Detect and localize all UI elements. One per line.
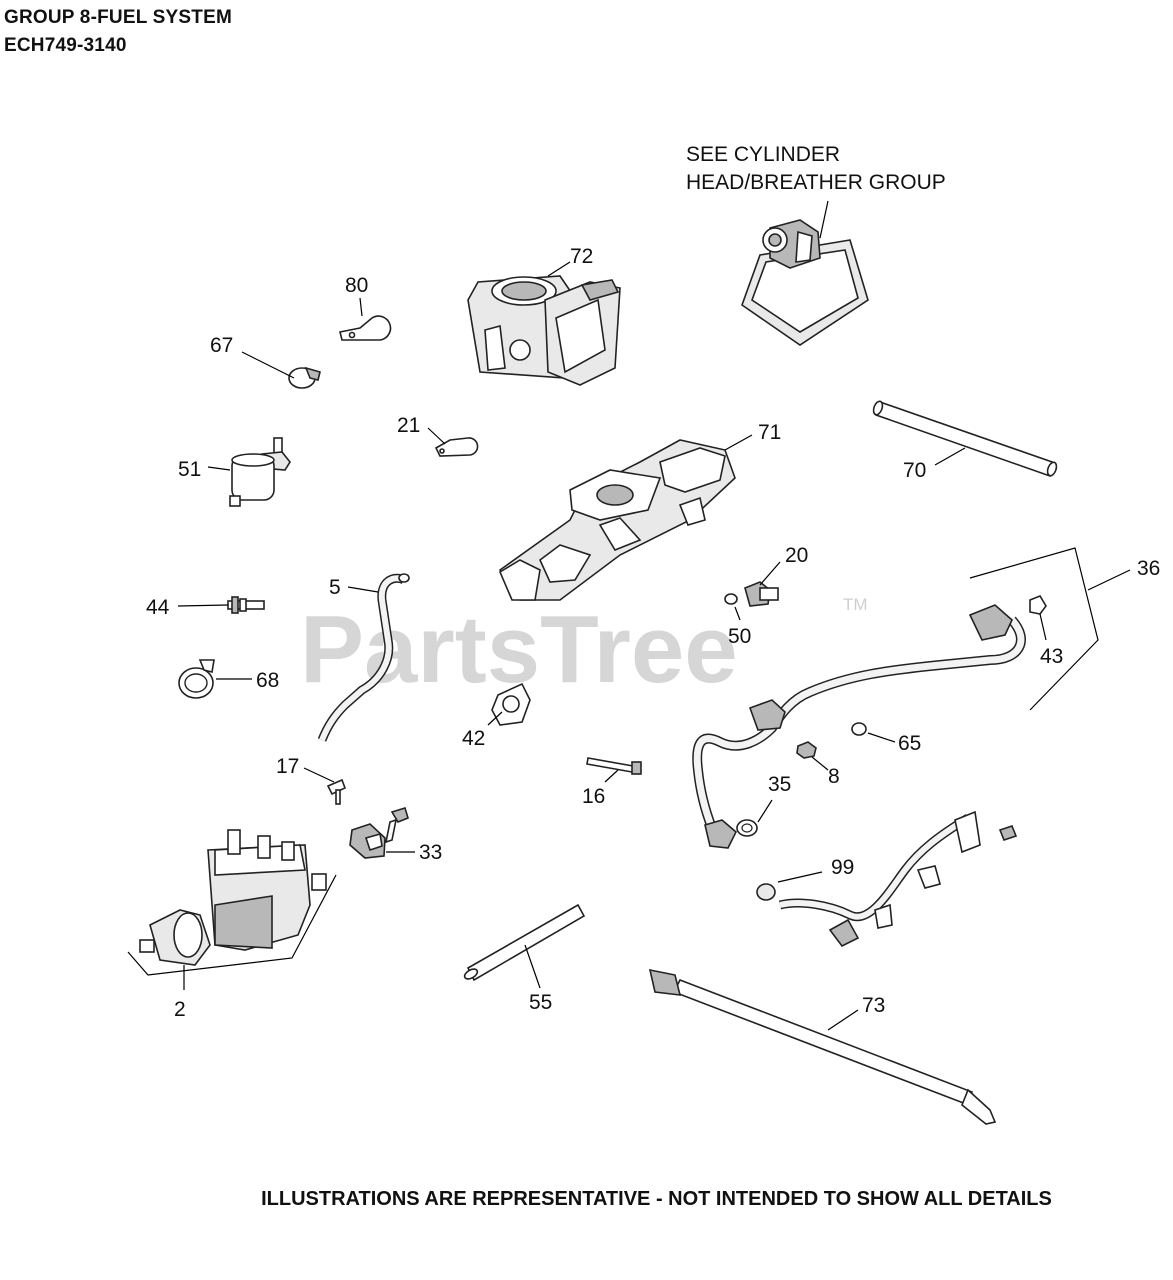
intake-manifold-part[interactable] (498, 439, 736, 601)
callout-70[interactable]: 70 (903, 459, 926, 482)
o-ring-50-part[interactable] (724, 593, 738, 605)
throttle-body-part[interactable] (467, 275, 621, 386)
leader-line (969, 547, 1099, 711)
leader-line (759, 561, 781, 586)
leader-line (819, 200, 829, 239)
disclaimer-footer: ILLUSTRATIONS ARE REPRESENTATIVE - NOT I… (261, 1188, 1052, 1210)
clip-43-part[interactable] (1029, 595, 1047, 615)
leader-line (867, 732, 896, 743)
clamp-35-part[interactable] (736, 819, 758, 837)
leader-line (547, 261, 571, 277)
fuel-rail-99-part[interactable] (756, 810, 1018, 948)
leader-line (524, 944, 541, 989)
callout-55[interactable]: 55 (529, 991, 552, 1014)
callout-51[interactable]: 51 (178, 458, 201, 481)
callout-5[interactable]: 5 (329, 576, 341, 599)
fuel-pump-module-part[interactable] (139, 829, 327, 966)
clamp-68-part[interactable] (178, 659, 215, 699)
leader-line (734, 606, 741, 621)
valve-cover-part[interactable] (741, 219, 869, 346)
fuel-filter-part[interactable] (229, 437, 291, 507)
callout-17[interactable]: 17 (276, 755, 299, 778)
fuel-injector-part[interactable] (744, 581, 779, 607)
callout-72[interactable]: 72 (570, 245, 593, 268)
callout-73[interactable]: 73 (862, 994, 885, 1017)
leader-line (827, 1009, 859, 1031)
leader-line (777, 871, 823, 883)
callout-65[interactable]: 65 (898, 732, 921, 755)
hose-clamp-67-part[interactable] (288, 366, 321, 389)
leader-line (487, 711, 503, 726)
watermark-tm: TM (843, 595, 868, 614)
callout-71[interactable]: 71 (758, 421, 781, 444)
callout-50[interactable]: 50 (728, 625, 751, 648)
callout-33[interactable]: 33 (419, 841, 442, 864)
nut-8-part[interactable] (796, 741, 817, 759)
washer-65-part[interactable] (851, 722, 867, 736)
fuel-hose-73-part[interactable] (648, 968, 997, 1125)
leader-line (127, 874, 337, 976)
callout-36[interactable]: 36 (1137, 557, 1160, 580)
sensor-33-part[interactable] (349, 806, 409, 859)
bolt-16-part[interactable] (586, 757, 642, 775)
callout-67[interactable]: 67 (210, 334, 233, 357)
see-group-note-line2: HEAD/BREATHER GROUP (686, 171, 946, 194)
callout-80[interactable]: 80 (345, 274, 368, 297)
gasket-42-part[interactable] (491, 682, 531, 726)
callout-35[interactable]: 35 (768, 773, 791, 796)
leader-line (1087, 569, 1131, 591)
callout-68[interactable]: 68 (256, 669, 279, 692)
model-number: ECH749-3140 (4, 35, 127, 56)
fitting-17-part[interactable] (326, 778, 347, 805)
leader-line (1039, 613, 1047, 641)
leader-line (934, 447, 966, 466)
callout-43[interactable]: 43 (1040, 645, 1063, 668)
callout-44[interactable]: 44 (146, 596, 170, 619)
leader-line (604, 769, 619, 783)
callout-42[interactable]: 42 (462, 727, 485, 750)
leader-line (241, 351, 295, 379)
page-title: GROUP 8-FUEL SYSTEM (4, 7, 232, 28)
leader-line (207, 466, 231, 471)
leader-line (427, 427, 446, 445)
leader-line (177, 604, 229, 607)
clip-80-part[interactable] (339, 315, 392, 341)
callout-99[interactable]: 99 (831, 856, 854, 879)
fitting-44-part[interactable] (227, 596, 265, 614)
leader-line (757, 799, 773, 823)
callout-2[interactable]: 2 (174, 998, 186, 1021)
fuel-line-70-part[interactable] (872, 400, 1058, 478)
fuel-hose-5-part[interactable] (317, 573, 410, 742)
callout-20[interactable]: 20 (785, 544, 808, 567)
leader-line (724, 434, 753, 451)
fuel-rail-hose-36-part[interactable] (692, 604, 1026, 849)
leader-line (359, 297, 363, 317)
callout-21[interactable]: 21 (397, 414, 420, 437)
leader-line (303, 767, 335, 783)
callout-16[interactable]: 16 (582, 785, 605, 808)
leader-line (347, 586, 379, 593)
see-group-note-line1: SEE CYLINDER (686, 143, 840, 166)
callout-8[interactable]: 8 (828, 765, 840, 788)
clip-21-part[interactable] (434, 437, 479, 457)
fuel-line-55-part[interactable] (463, 903, 586, 982)
leader-line (811, 756, 829, 771)
